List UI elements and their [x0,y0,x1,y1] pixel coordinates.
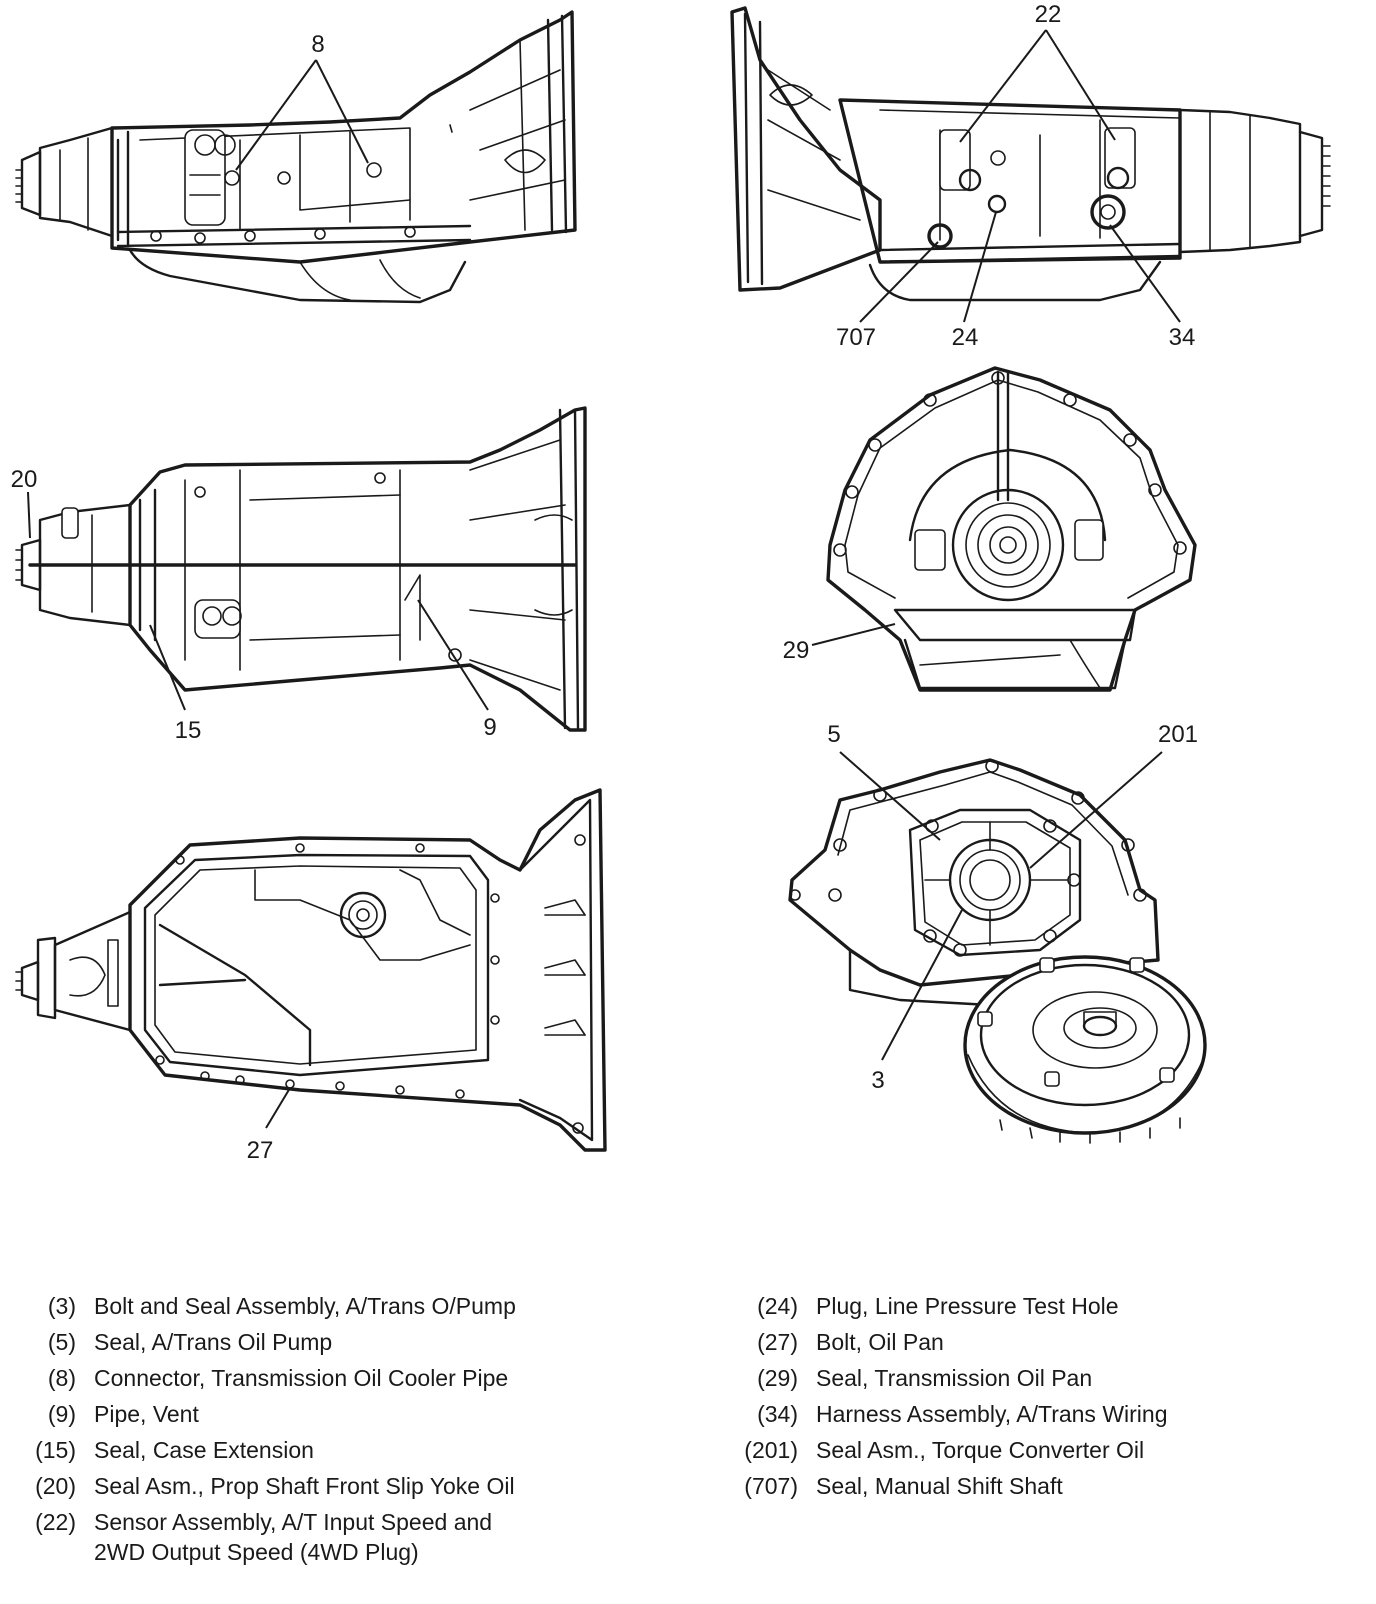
callout-27: 27 [247,1137,274,1164]
view-bottom: 20 15 9 [11,406,587,744]
callout-9: 9 [483,714,496,741]
view-right-side: 22 707 24 34 [730,1,1331,351]
callout-24: 24 [952,324,979,351]
legend-number: (24) [757,1293,798,1319]
legend-item: (9) Pipe, Vent [10,1396,516,1432]
legend-item: (8) Connector, Transmission Oil Cooler P… [10,1360,516,1396]
legend-text-continued: 2WD Output Speed (4WD Plug) [94,1539,419,1565]
view-left-side: 8 [15,10,577,304]
legend-text: Seal, Manual Shift Shaft [816,1473,1063,1499]
callout-34: 34 [1169,324,1196,351]
legend-number: (5) [47,1329,76,1355]
legend-number: (27) [757,1329,798,1355]
legend-item: (29) Seal, Transmission Oil Pan [728,1360,1168,1396]
callout-8: 8 [311,31,324,58]
legend-item: (24) Plug, Line Pressure Test Hole [728,1288,1168,1324]
legend-text: Seal Asm., Torque Converter Oil [816,1437,1145,1463]
legend-item: (27) Bolt, Oil Pan [728,1324,1168,1360]
legend-item: (34) Harness Assembly, A/Trans Wiring [728,1396,1168,1432]
legend-text: Seal, Case Extension [94,1437,314,1463]
legend-number: (34) [757,1401,798,1427]
callout-707: 707 [836,324,876,351]
callout-5: 5 [827,721,840,748]
callout-29: 29 [783,637,810,664]
callout-201: 201 [1158,721,1198,748]
legend-text-multiline: Sensor Assembly, A/T Input Speed and 2WD… [94,1507,492,1567]
legend-text: Seal, A/Trans Oil Pump [94,1329,333,1355]
legend-number: (29) [757,1365,798,1391]
legend-number: (8) [47,1365,76,1391]
legend-text: Connector, Transmission Oil Cooler Pipe [94,1365,509,1391]
legend-text: Seal, Transmission Oil Pan [816,1365,1093,1391]
legend-item: (22) Sensor Assembly, A/T Input Speed an… [10,1504,516,1567]
legend-text: Harness Assembly, A/Trans Wiring [816,1401,1168,1427]
legend-text: Pipe, Vent [94,1401,199,1427]
view-pump-converter: 5 201 3 [788,721,1207,1144]
view-front-end: 29 [783,366,1197,692]
legend-number: (3) [47,1293,76,1319]
legend-number: (9) [47,1401,76,1427]
view-oil-pan: 27 [15,788,607,1164]
legend-text: Sensor Assembly, A/T Input Speed and [94,1509,493,1535]
legend-item: (15) Seal, Case Extension [10,1432,516,1468]
legend-item: (707) Seal, Manual Shift Shaft [728,1468,1168,1504]
transmission-seal-diagram: 8 22 707 [11,1,1331,1164]
legend-number: (22) [35,1509,76,1535]
legend-text: Bolt and Seal Assembly, A/Trans O/Pump [94,1293,516,1319]
legend-text: Bolt, Oil Pan [816,1329,944,1355]
legend-item: (20) Seal Asm., Prop Shaft Front Slip Yo… [10,1468,516,1504]
legend-left: (3) Bolt and Seal Assembly, A/Trans O/Pu… [10,1288,516,1567]
legend-text: Seal Asm., Prop Shaft Front Slip Yoke Oi… [94,1473,515,1499]
legend-number: (707) [744,1473,798,1499]
callout-20: 20 [11,466,38,493]
legend-text: Plug, Line Pressure Test Hole [816,1293,1119,1319]
callout-3: 3 [871,1067,884,1094]
legend-number: (201) [744,1437,798,1463]
legend-item: (201) Seal Asm., Torque Converter Oil [728,1432,1168,1468]
callout-22: 22 [1035,1,1062,28]
legend-right: (24) Plug, Line Pressure Test Hole (27) … [728,1288,1168,1504]
legend-item: (5) Seal, A/Trans Oil Pump [10,1324,516,1360]
legend-number: (15) [35,1437,76,1463]
legend-item: (3) Bolt and Seal Assembly, A/Trans O/Pu… [10,1288,516,1324]
legend-number: (20) [35,1473,76,1499]
callout-15: 15 [175,717,202,744]
